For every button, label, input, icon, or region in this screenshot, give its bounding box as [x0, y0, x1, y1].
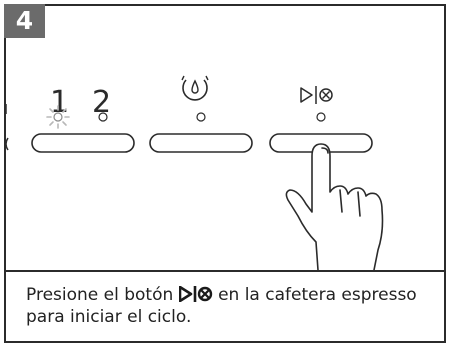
caption-divider — [6, 270, 444, 272]
indicator-light-start — [316, 112, 326, 122]
step-number: 4 — [15, 6, 34, 35]
hand-pressing-illustration — [285, 143, 384, 270]
caption-text-after: en la cafetera espresso para iniciar el … — [26, 285, 417, 327]
play-stop-icon — [178, 285, 213, 307]
indicator-light-descale — [196, 112, 206, 122]
water-drop-cycle-icon — [181, 75, 209, 101]
active-indicator-glow — [46, 105, 70, 129]
indicator-light-2 — [98, 112, 108, 122]
instruction-caption: Presione el botón en la cafetera espress… — [26, 285, 431, 327]
step-badge: 4 — [4, 4, 45, 38]
caption-text-before: Presione el botón — [26, 285, 179, 305]
control-panel-illustration: 1 2 — [6, 75, 384, 270]
play-stop-icon — [300, 86, 333, 104]
instruction-frame — [4, 4, 446, 343]
cup-selection-button[interactable] — [31, 133, 135, 153]
cup-label-2: 2 — [92, 85, 111, 120]
panel-edge-fragment — [6, 137, 9, 151]
descale-button[interactable] — [149, 133, 253, 153]
